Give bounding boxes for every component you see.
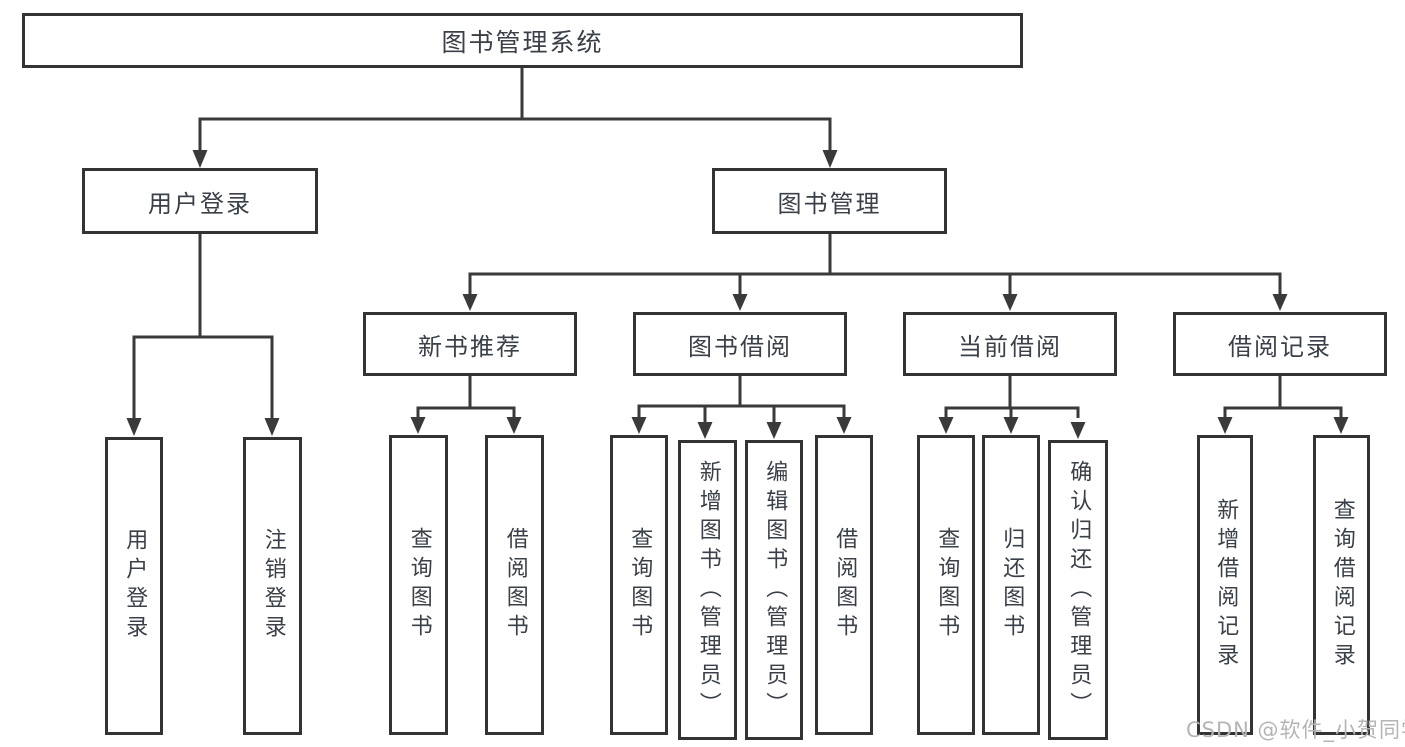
- leaf-borrow-books-label: 借阅图书: [832, 527, 858, 643]
- leaf-query-borrow-record: 查询借阅记录: [1313, 435, 1370, 735]
- leaf-edit-books-admin-label: 编辑图书（管理员）: [762, 459, 788, 721]
- leaf-add-books-admin: 新增图书（管理员）: [678, 440, 737, 740]
- leaf-query-books-recommend-label: 查询图书: [406, 527, 432, 643]
- leaf-user-login: 用户登录: [105, 437, 163, 735]
- leaf-logout: 注销登录: [243, 437, 302, 735]
- leaf-logout-label: 注销登录: [260, 528, 286, 644]
- leaf-borrow-books-recommend-label: 借阅图书: [502, 527, 528, 643]
- node-current-borrowing: 当前借阅: [903, 312, 1117, 376]
- leaf-confirm-return-admin-label: 确认归还（管理员）: [1066, 459, 1092, 721]
- leaf-user-login-label: 用户登录: [122, 528, 148, 644]
- leaf-confirm-return-admin: 确认归还（管理员）: [1048, 440, 1108, 740]
- node-library-system: 图书管理系统: [22, 13, 1023, 68]
- node-borrowing-records: 借阅记录: [1173, 312, 1387, 376]
- leaf-edit-books-admin: 编辑图书（管理员）: [745, 440, 803, 740]
- leaf-return-books: 归还图书: [982, 435, 1040, 735]
- leaf-query-borrow-record-label: 查询借阅记录: [1329, 498, 1355, 672]
- node-book-borrowing: 图书借阅: [633, 312, 847, 376]
- leaf-add-borrow-record: 新增借阅记录: [1197, 435, 1253, 735]
- leaf-borrow-books: 借阅图书: [815, 435, 873, 735]
- leaf-add-books-admin-label: 新增图书（管理员）: [695, 459, 721, 721]
- node-book-management: 图书管理: [712, 168, 947, 234]
- leaf-query-books-recommend: 查询图书: [389, 435, 448, 735]
- node-user-login: 用户登录: [82, 168, 318, 234]
- leaf-query-books-current-label: 查询图书: [934, 527, 960, 643]
- node-new-book-recommend: 新书推荐: [363, 312, 577, 376]
- leaf-query-books-borrowing: 查询图书: [610, 435, 668, 735]
- leaf-query-books-current: 查询图书: [917, 435, 975, 735]
- leaf-add-borrow-record-label: 新增借阅记录: [1213, 498, 1239, 672]
- arrowheads: [126, 150, 1349, 439]
- leaf-return-books-label: 归还图书: [999, 527, 1025, 643]
- leaf-borrow-books-recommend: 借阅图书: [485, 435, 544, 735]
- csdn-watermark: CSDN @软件_小贺同学: [1186, 718, 1405, 742]
- leaf-query-books-borrowing-label: 查询图书: [627, 527, 653, 643]
